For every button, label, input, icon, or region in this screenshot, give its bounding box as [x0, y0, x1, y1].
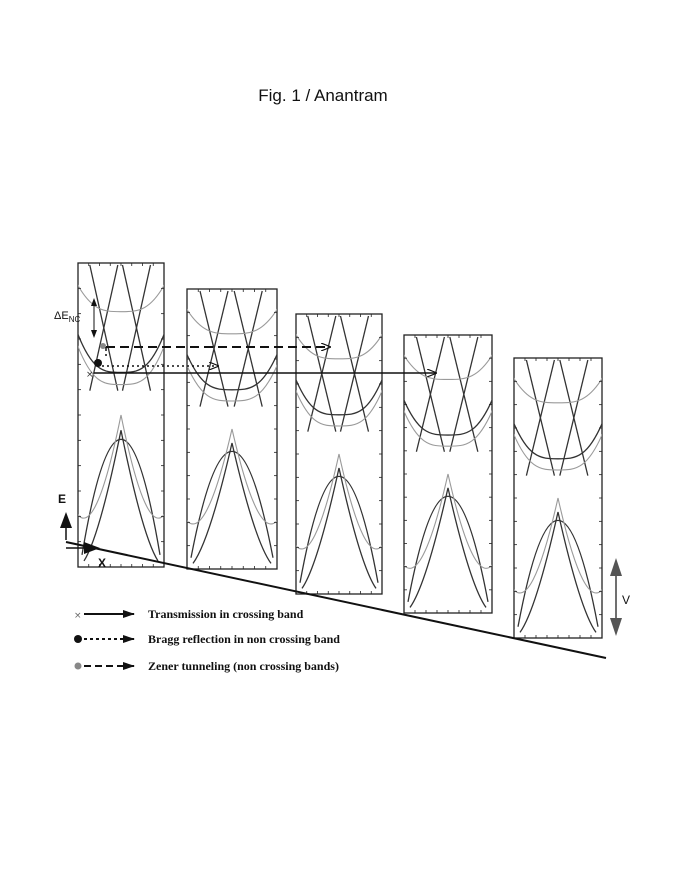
band-panel-1 [77, 262, 165, 568]
position-axis-arrow-icon [84, 542, 100, 554]
figure-title: Fig. 1 / Anantram [258, 86, 388, 105]
position-axis-label: X [98, 556, 106, 570]
energy-axis-label: E [58, 492, 66, 506]
band-panel-2 [186, 288, 278, 570]
gap-arrow-up-icon [91, 298, 97, 306]
voltage-annotation: V [610, 558, 630, 636]
voltage-arrow-up-icon [610, 558, 622, 576]
energy-axis-arrow-icon [60, 512, 72, 528]
process-arrows: × [86, 343, 436, 380]
band-panel-5 [513, 357, 603, 639]
gap-arrow-down-icon [91, 330, 97, 338]
legend-label-transmission: Transmission in crossing band [148, 607, 304, 621]
legend-item-bragg: Bragg reflection in non crossing band [74, 632, 340, 646]
gap-annotation: ΔENC [54, 298, 97, 338]
zener-start-marker [100, 343, 106, 349]
gap-label-sub: NC [69, 315, 81, 324]
legend-item-zener: Zener tunneling (non crossing bands) [74, 659, 339, 673]
legend-label-bragg: Bragg reflection in non crossing band [148, 632, 340, 646]
legend: × Transmission in crossing band Bragg re… [74, 607, 340, 673]
legend-item-transmission: × Transmission in crossing band [74, 607, 304, 621]
transmission-start-marker: × [86, 370, 94, 380]
gap-label-main: ΔE [54, 310, 69, 322]
band-panel-3 [295, 313, 383, 595]
potential-slope-line [65, 541, 607, 659]
svg-text:×: × [74, 611, 82, 621]
axis-origin: E X [58, 492, 106, 570]
voltage-label: V [622, 593, 630, 607]
svg-text:ΔENC: ΔENC [54, 310, 80, 324]
band-panel-4 [403, 334, 493, 614]
legend-label-zener: Zener tunneling (non crossing bands) [148, 659, 339, 673]
bragg-start-marker [94, 359, 102, 367]
voltage-arrow-down-icon [610, 618, 622, 636]
